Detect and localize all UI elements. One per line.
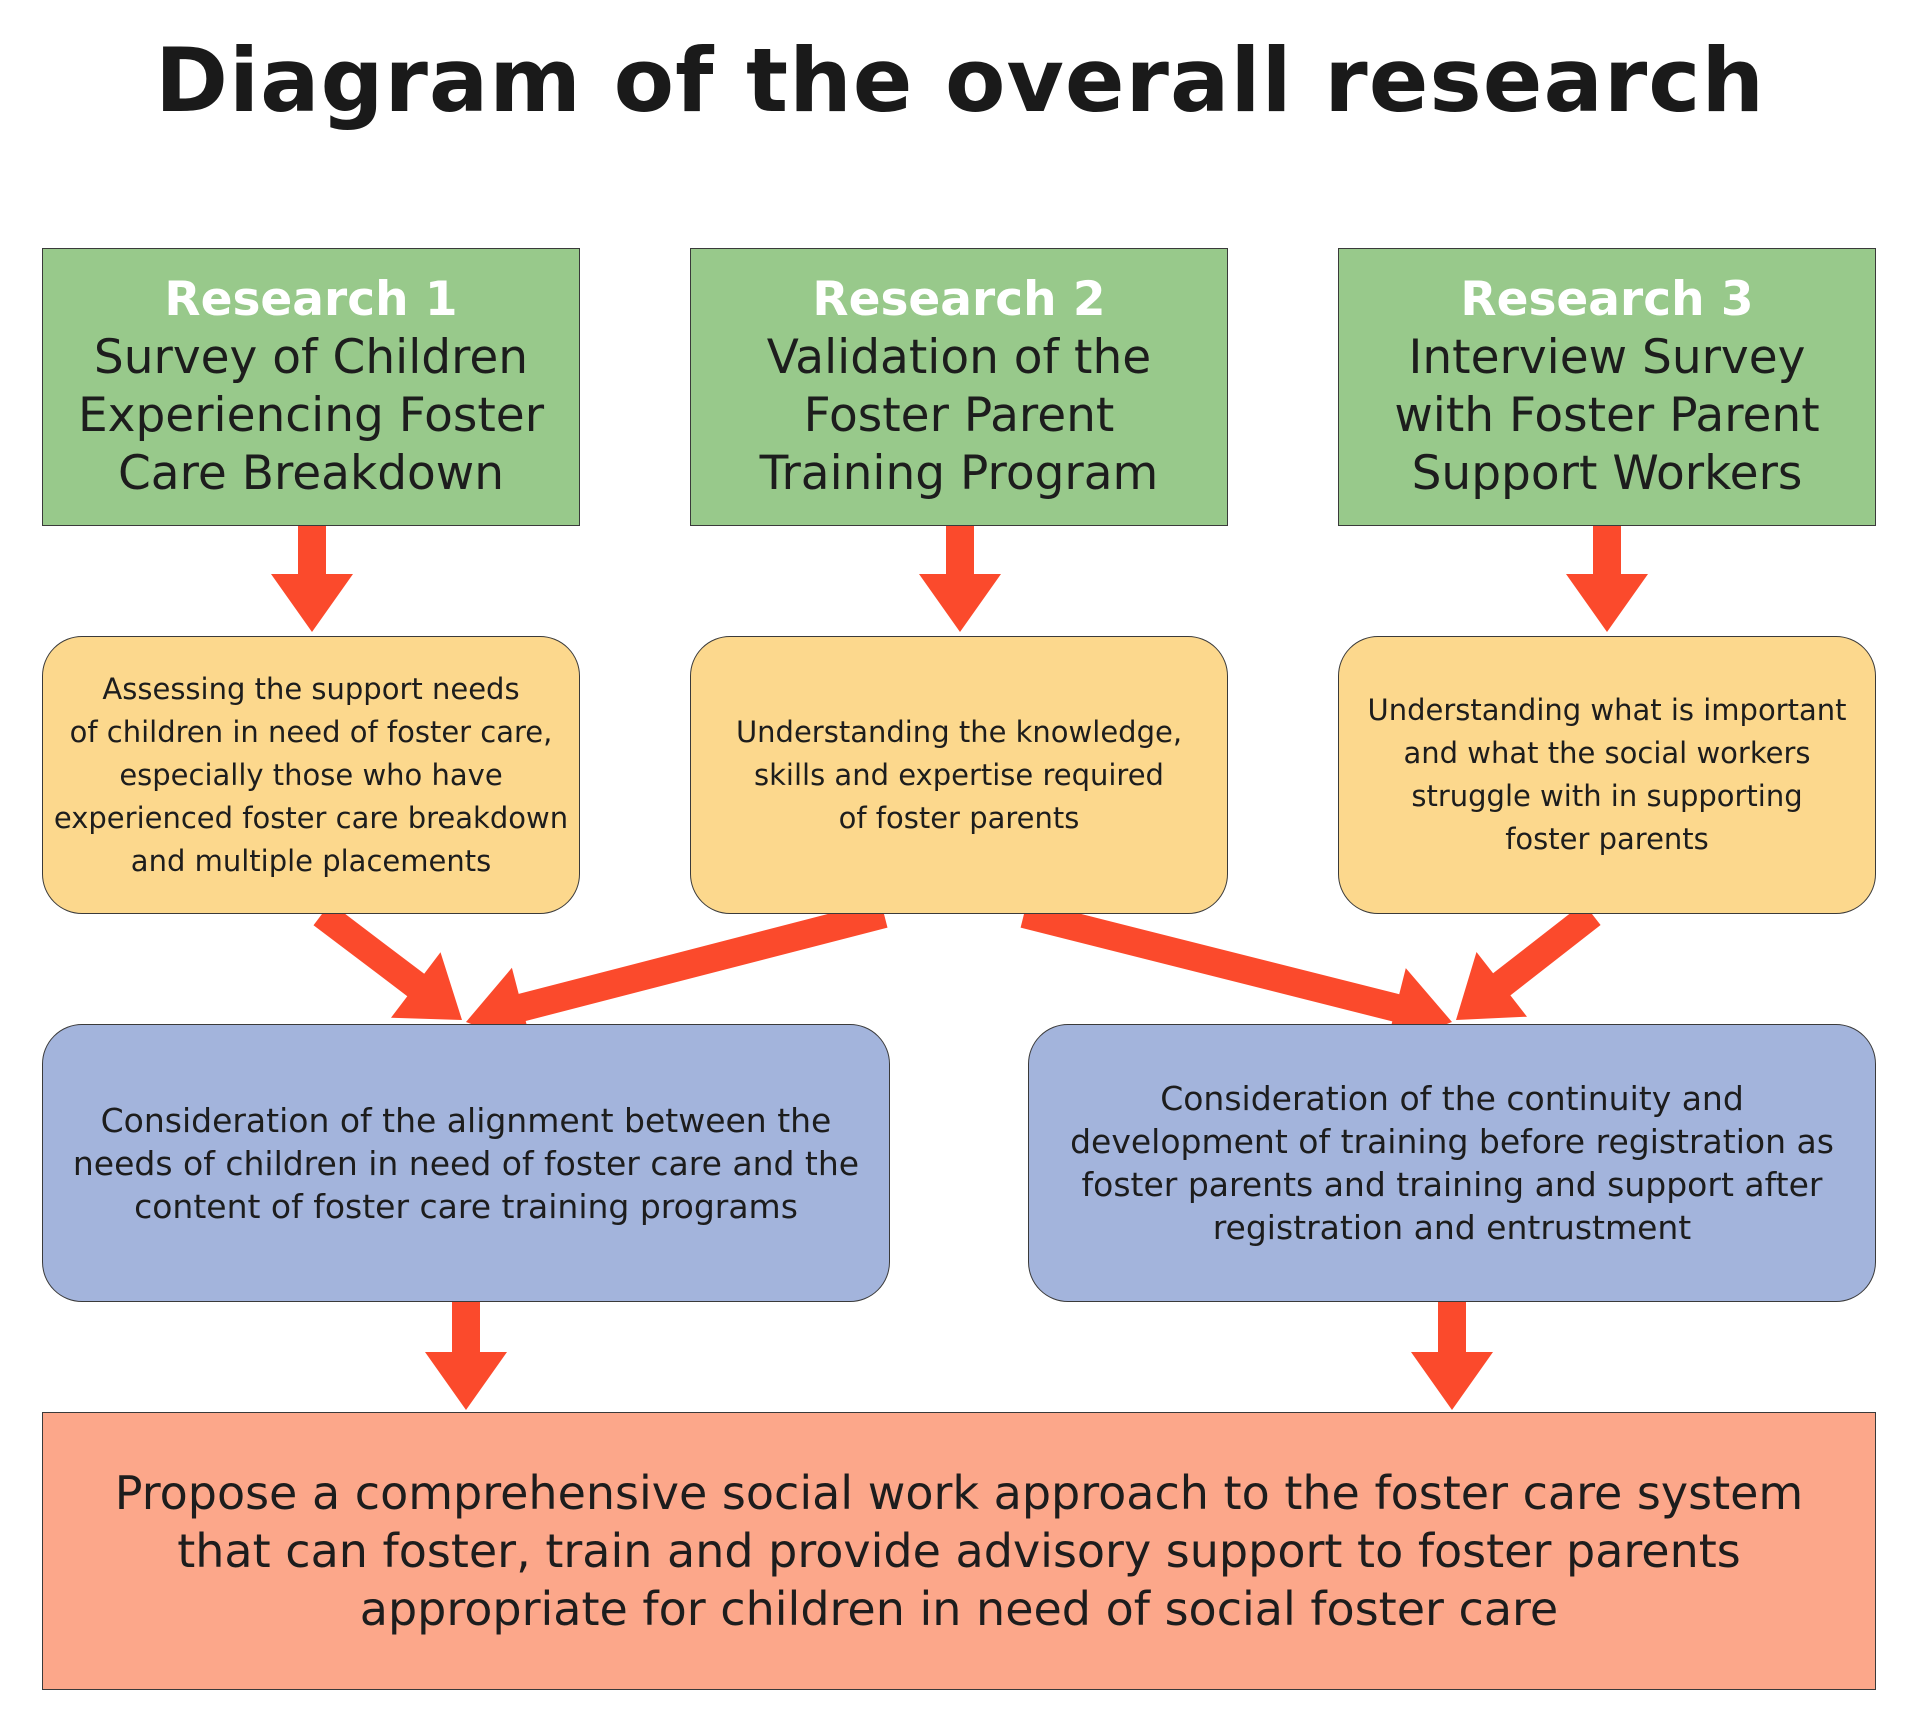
- research-3-box: Research 3 Interview Survey with Foster …: [1338, 248, 1876, 526]
- arrow-continuity-to-conclusion: [1411, 1302, 1493, 1410]
- consideration-box-continuity: Consideration of the continuity and deve…: [1028, 1024, 1876, 1302]
- arrow-need-3-to-continuity: [1456, 903, 1601, 1020]
- conclusion-box: Propose a comprehensive social work appr…: [42, 1412, 1876, 1690]
- arrow-research-1-to-need-1: [271, 526, 353, 632]
- need-box-3: Understanding what is important and what…: [1338, 636, 1876, 914]
- research-1-title: Survey of Children Experiencing Foster C…: [77, 330, 545, 501]
- need-box-2: Understanding the knowledge, skills and …: [690, 636, 1228, 914]
- arrow-need-1-to-alignment: [313, 902, 462, 1020]
- arrow-alignment-to-conclusion: [425, 1302, 507, 1410]
- consideration-box-alignment: Consideration of the alignment between t…: [42, 1024, 890, 1302]
- research-2-title: Validation of the Foster Parent Training…: [759, 330, 1159, 501]
- research-1-label: Research 1: [164, 272, 458, 327]
- research-1-box: Research 1 Survey of Children Experienci…: [42, 248, 580, 526]
- need-box-1: Assessing the support needs of children …: [42, 636, 580, 914]
- arrow-research-2-to-need-2: [919, 526, 1001, 632]
- arrow-research-3-to-need-3: [1566, 526, 1648, 632]
- research-2-label: Research 2: [812, 272, 1106, 327]
- research-3-label: Research 3: [1460, 272, 1754, 327]
- arrow-need-2-to-continuity: [1020, 900, 1452, 1048]
- research-2-box: Research 2 Validation of the Foster Pare…: [690, 248, 1228, 526]
- research-3-title: Interview Survey with Foster Parent Supp…: [1394, 330, 1820, 501]
- arrow-need-2-to-alignment: [466, 900, 888, 1048]
- diagram-title: Diagram of the overall research: [154, 29, 1766, 132]
